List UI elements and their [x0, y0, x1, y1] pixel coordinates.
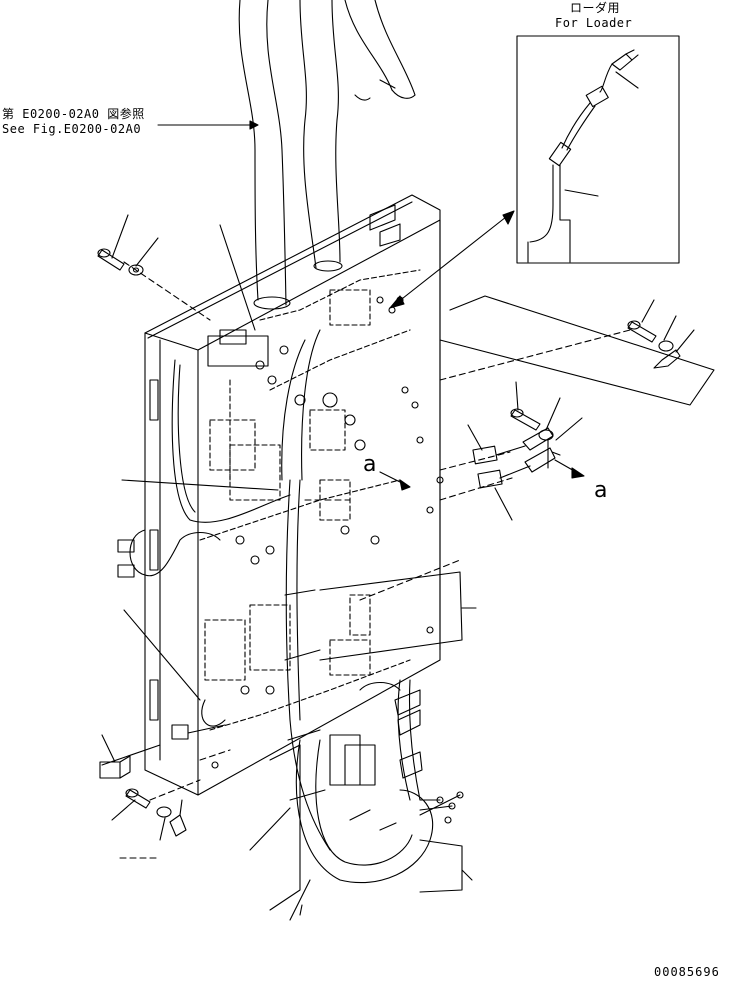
main-panel [145, 195, 440, 795]
callout-a-right: a [594, 478, 608, 503]
drawing-number: 00085696 [654, 965, 720, 979]
projection-lines [120, 262, 630, 858]
inset-box [517, 36, 679, 263]
right-fasteners [473, 321, 680, 488]
panel-components [200, 270, 420, 730]
leader-lines [102, 215, 694, 880]
reference-arrow [158, 121, 258, 129]
harness-conduits [239, 0, 415, 309]
top-left-fasteners [98, 249, 143, 275]
callout-box-lines [270, 296, 714, 910]
inset-title-jp: ローダ用 [570, 1, 621, 15]
inset-title-en: For Loader [555, 16, 633, 30]
panel-wiring [172, 297, 443, 850]
lower-harness [250, 680, 463, 920]
reference-label-en: See Fig.E0200-02A0 [2, 122, 142, 136]
callout-a-center: a [363, 452, 377, 477]
inset-link-arrow [390, 211, 514, 308]
callout-a-arrows [380, 460, 584, 490]
reference-label-jp: 第 E0200-02A0 図参照 [2, 107, 145, 121]
left-connectors [100, 530, 225, 836]
